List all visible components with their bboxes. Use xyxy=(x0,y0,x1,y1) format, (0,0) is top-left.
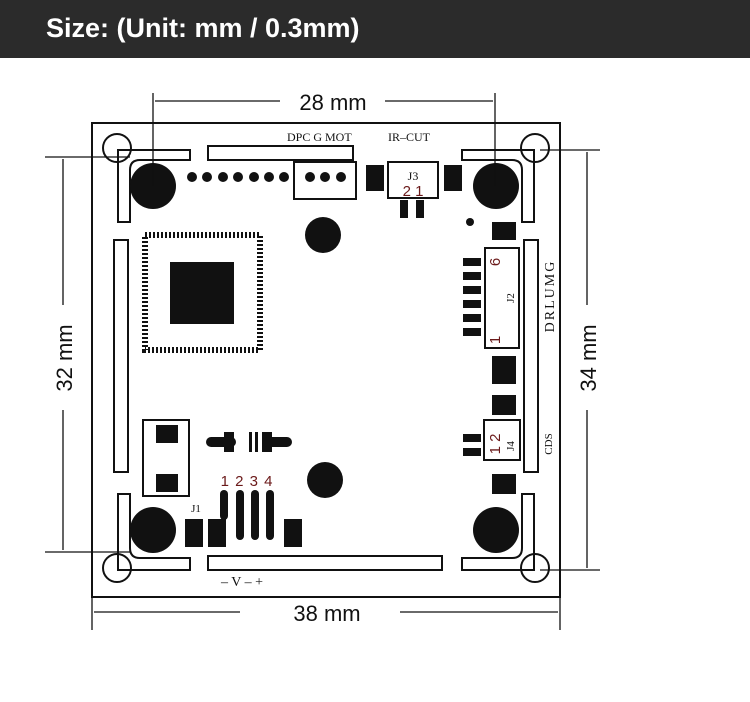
label-j1-pins: 1 2 3 4 xyxy=(221,473,274,490)
connector-j2 xyxy=(484,247,520,349)
label-drlumg: DRLUMG xyxy=(543,260,558,333)
label-dpc-g-mot: DPC G MOT xyxy=(287,130,352,144)
dimension-left-label: 32 mm xyxy=(52,324,77,391)
dimension-bottom-label: 38 mm xyxy=(293,601,360,626)
label-j2-pin6: 6 xyxy=(487,258,504,266)
board-components xyxy=(130,163,519,553)
label-j1: J1 xyxy=(191,503,201,515)
label-j3-pins: 2 1 xyxy=(403,183,424,200)
dimension-lines xyxy=(45,93,600,630)
connector-dpc xyxy=(293,161,357,200)
dimension-right-label: 34 mm xyxy=(576,324,601,391)
label-j4: J4 xyxy=(505,441,517,451)
dimension-top-label: 28 mm xyxy=(299,90,366,115)
connector-j4 xyxy=(483,419,521,461)
label-power: – V – + xyxy=(220,575,263,590)
label-cds: CDS xyxy=(543,433,555,454)
header-bar: Size: (Unit: mm / 0.3mm) xyxy=(0,0,750,58)
connector-j3 xyxy=(387,161,439,199)
label-j3: J3 xyxy=(408,169,419,183)
label-j2-pin1: 1 xyxy=(487,336,504,344)
label-j4-pins: 1 2 xyxy=(487,434,504,455)
label-ir-cut: IR–CUT xyxy=(388,130,431,144)
label-j2: J2 xyxy=(505,293,517,303)
page-title: Size: (Unit: mm / 0.3mm) xyxy=(46,13,360,43)
